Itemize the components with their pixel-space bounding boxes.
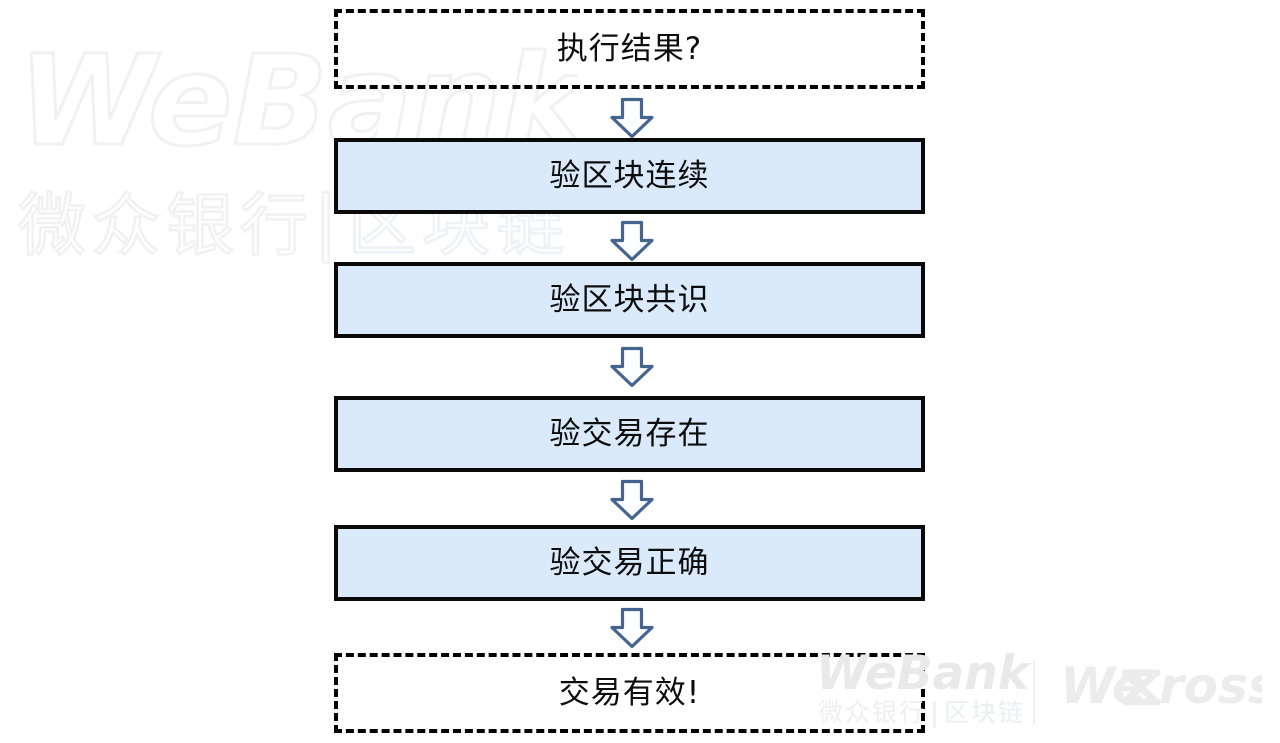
down-arrow-icon [609,479,655,521]
flow-node-label: 交易有效! [558,674,701,711]
flow-node-verify-block-continuity[interactable]: 验区块连续 [334,138,925,214]
flow-node-verify-block-consensus[interactable]: 验区块共识 [334,262,925,338]
down-arrow-icon [609,607,655,649]
down-arrow-icon [609,220,655,262]
flow-node-label: 验交易存在 [549,415,710,452]
flow-node-label: 验区块连续 [549,157,710,194]
flow-node-label: 验交易正确 [549,544,710,581]
flow-node-label: 执行结果? [556,30,703,67]
flow-node-transaction-valid[interactable]: 交易有效! [334,653,925,733]
down-arrow-icon [609,97,655,139]
flow-node-verify-transaction-correctness[interactable]: 验交易正确 [334,525,925,601]
flow-node-verify-transaction-existence[interactable]: 验交易存在 [334,396,925,472]
down-arrow-icon [609,346,655,388]
flow-node-label: 验区块共识 [549,281,710,318]
flow-node-execution-result[interactable]: 执行结果? [334,9,925,89]
